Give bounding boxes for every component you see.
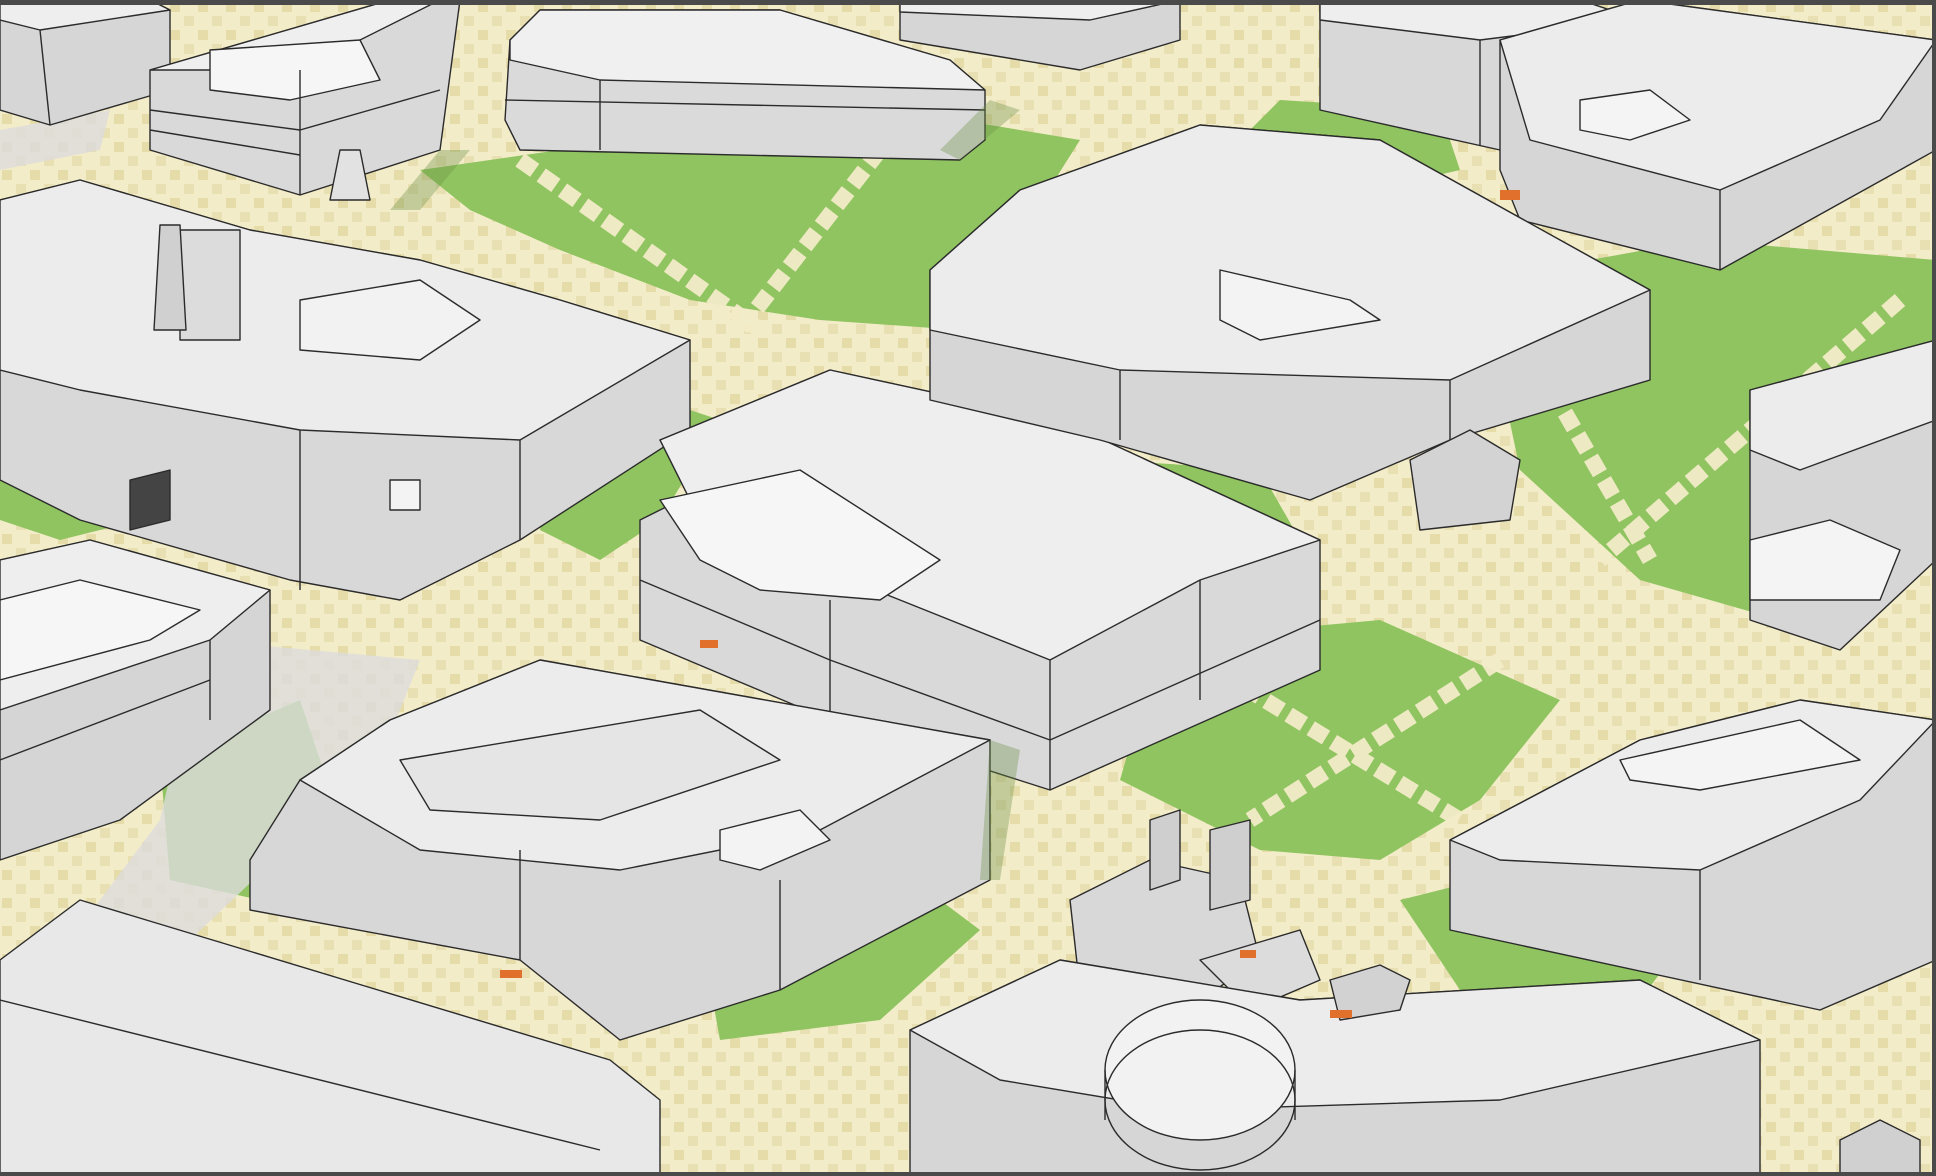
lawn-north-quad (420, 120, 1080, 330)
building-south-east[interactable] (1449, 699, 1936, 1011)
building-south-west-corner[interactable] (0, 899, 661, 1176)
building-small-corner[interactable] (1839, 1119, 1921, 1176)
entrance-markers (500, 190, 1520, 1018)
building-south-west[interactable] (249, 659, 991, 1041)
window-right-edge (1932, 0, 1936, 1176)
building-north-strip[interactable] (899, 0, 1181, 71)
building-far-north-east[interactable] (1499, 0, 1936, 271)
shadows (390, 100, 1020, 880)
building-north-central[interactable] (929, 124, 1651, 531)
building-central[interactable] (639, 369, 1321, 791)
building-south-central[interactable] (909, 959, 1761, 1176)
window-top-edge (0, 0, 1936, 5)
building-north-curved[interactable] (504, 9, 986, 161)
building-north-west[interactable] (149, 0, 461, 196)
window-bottom-edge (0, 1172, 1936, 1176)
building-east[interactable] (1749, 339, 1936, 651)
building-west-mid[interactable] (0, 539, 271, 861)
building-west-complex[interactable] (0, 149, 691, 601)
